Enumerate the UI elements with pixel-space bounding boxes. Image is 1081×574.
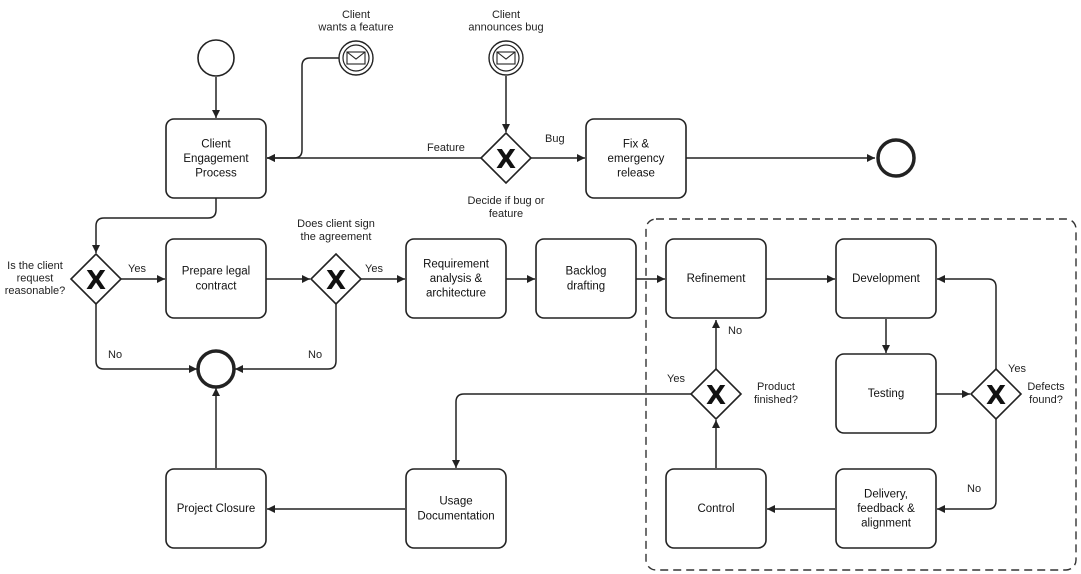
flow-finished-yes xyxy=(452,393,691,468)
edge-label-bug: Bug xyxy=(545,133,565,145)
gateway-x-icon: X xyxy=(706,381,726,411)
gateway-request-reasonable xyxy=(69,252,123,306)
task-delivery xyxy=(835,468,937,549)
task-label: Refinement xyxy=(687,273,747,285)
task-refinement xyxy=(665,238,767,319)
task-label: Development xyxy=(852,273,921,285)
task-project-closure xyxy=(165,468,267,549)
task-fix-release xyxy=(585,118,687,199)
gateway-sign-agreement xyxy=(309,252,363,306)
task-client-engagement xyxy=(165,118,267,199)
flow-defects-yes xyxy=(937,275,997,369)
task-control xyxy=(665,468,767,549)
task-development xyxy=(835,238,937,319)
flow-sign-no xyxy=(235,304,337,373)
flow-engagement-to-reasonable xyxy=(92,198,217,253)
edge-label-defects-yes: Yes xyxy=(1008,363,1026,375)
connectors xyxy=(92,57,997,513)
task-requirement-analysis xyxy=(405,238,507,319)
gateway-decide-bug xyxy=(479,131,533,185)
task-usage-docs xyxy=(405,468,507,549)
end-event-closure xyxy=(196,349,236,389)
task-label: Project Closure xyxy=(177,503,256,515)
task-label: Control xyxy=(697,503,734,515)
task-label: Testing xyxy=(868,388,904,400)
edge-label-defects-no: No xyxy=(967,483,981,495)
message-event-announces-bug xyxy=(488,40,524,76)
flow-defects-no xyxy=(937,419,997,513)
gateway-x-icon: X xyxy=(496,145,516,175)
edge-label-reasonable-yes: Yes xyxy=(128,263,146,275)
task-testing xyxy=(835,353,937,434)
edge-label-sign-yes: Yes xyxy=(365,263,383,275)
flow-feature-event-to-engagement xyxy=(267,57,339,162)
task-prepare-contract xyxy=(165,238,267,319)
end-event-bug xyxy=(876,138,916,178)
gateway-x-icon: X xyxy=(986,381,1006,411)
envelope-icon xyxy=(496,51,516,65)
start-event xyxy=(197,39,235,77)
gateway-defects-found xyxy=(969,367,1023,421)
gateway-x-icon: X xyxy=(326,266,346,296)
gateway-product-finished xyxy=(689,367,743,421)
flow-reasonable-no xyxy=(95,304,197,373)
task-backlog xyxy=(535,238,637,319)
edge-label-feature: Feature xyxy=(427,142,465,154)
envelope-icon xyxy=(346,51,366,65)
edge-label-finished-no: No xyxy=(728,325,742,337)
edge-label-sign-no: No xyxy=(308,349,322,361)
task-label: Delivery,feedback &alignment xyxy=(857,489,915,530)
message-event-wants-feature xyxy=(338,40,374,76)
iteration-group xyxy=(645,218,1077,571)
edge-label-finished-yes: Yes xyxy=(667,373,685,385)
gateway-x-icon: X xyxy=(86,266,106,296)
edge-label-reasonable-no: No xyxy=(108,349,122,361)
